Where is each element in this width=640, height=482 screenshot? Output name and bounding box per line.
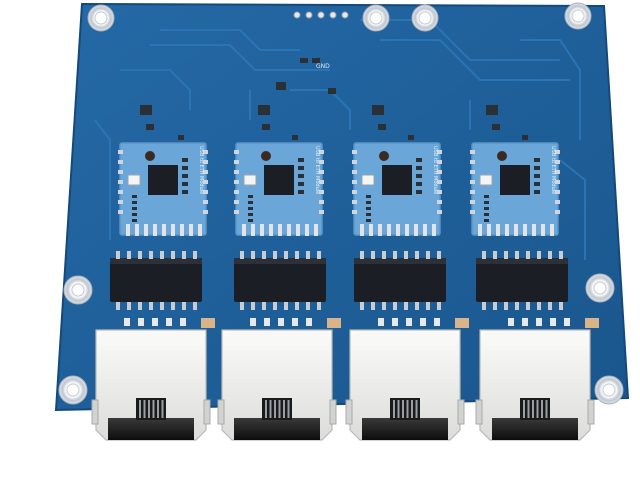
usb-eth-chip xyxy=(500,165,530,195)
transformer xyxy=(234,251,326,310)
module-label: USB to ETH Module xyxy=(432,146,438,194)
usb-eth-chip xyxy=(264,165,294,195)
usb-eth-chip xyxy=(382,165,412,195)
pcb-traces xyxy=(94,19,586,260)
smd-components xyxy=(140,58,528,140)
transformer xyxy=(110,251,202,310)
usb-eth-module: USB to ETH Module xyxy=(118,142,208,236)
module-label: USB to ETH Module xyxy=(198,146,204,194)
mounting-holes xyxy=(58,2,624,405)
rj45-jack xyxy=(475,318,599,441)
transformers xyxy=(110,251,568,310)
usb-eth-module: USB to ETH Module xyxy=(234,142,324,236)
rj45-jack xyxy=(217,318,341,441)
usb-eth-modules: USB to ETH Module USB to ETH Module USB to… xyxy=(118,142,560,236)
usb-eth-chip xyxy=(148,165,178,195)
rj45-jack xyxy=(345,318,469,441)
usb-eth-module: USB to ETH Module xyxy=(352,142,442,236)
transformer xyxy=(476,251,568,310)
transformer xyxy=(354,251,446,310)
gnd-label: GND xyxy=(316,63,330,70)
rj45-jacks xyxy=(91,318,599,441)
module-label: USB to ETH Module xyxy=(314,146,320,194)
pin-header xyxy=(293,11,349,19)
usb-eth-module: USB to ETH Module xyxy=(470,142,560,236)
module-label: USB to ETH Module xyxy=(550,146,556,194)
rj45-jack xyxy=(91,318,215,441)
